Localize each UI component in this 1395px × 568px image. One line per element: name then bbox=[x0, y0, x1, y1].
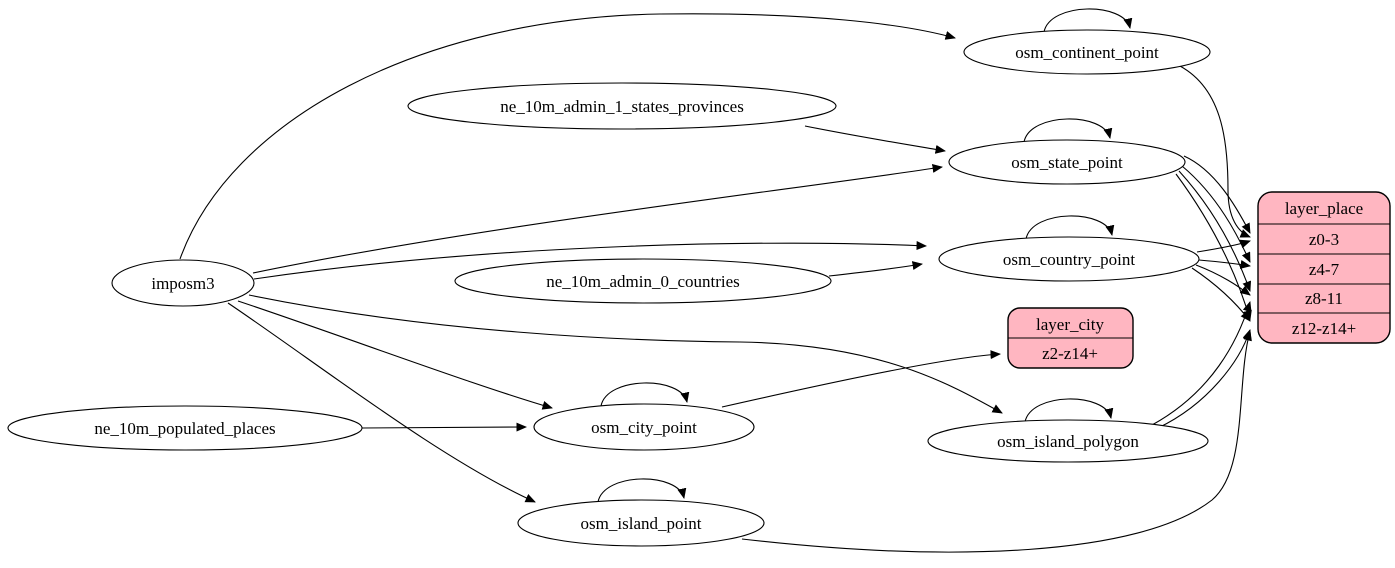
node-osm_country_point: osm_country_point bbox=[938, 236, 1200, 282]
node-ne_10m_admin_1_states_provinces: ne_10m_admin_1_states_provinces bbox=[407, 82, 837, 130]
node-osm_city_point-label: osm_city_point bbox=[591, 418, 697, 437]
edge-osm_island_point-layer_place-z12-z14 bbox=[741, 330, 1252, 553]
node-osm_island_point-label: osm_island_point bbox=[581, 514, 702, 533]
layer_place-title: layer_place bbox=[1285, 199, 1363, 218]
edge-imposm3-osm_country_point bbox=[253, 241, 927, 280]
edge-osm_continent_point-layer_place-z0-3 bbox=[1175, 63, 1251, 238]
edge-osm_country_point-layer_place-z12-z14 bbox=[1191, 267, 1251, 322]
node-osm_island_point: osm_island_point bbox=[517, 499, 765, 547]
node-osm_island_polygon: osm_island_polygon bbox=[927, 419, 1209, 463]
layer_city-row-z2-z14: z2-z14+ bbox=[1042, 344, 1098, 363]
edge-self-loop-osm_state_point bbox=[1023, 118, 1113, 143]
edge-osm_island_polygon-layer_place-z8-11 bbox=[1151, 301, 1252, 426]
edge-self-loop-osm_country_point bbox=[1025, 215, 1115, 240]
node-ne_10m_admin_0_countries-shape bbox=[454, 258, 832, 304]
node-ne_10m_admin_1_states_provinces-shape bbox=[407, 82, 837, 130]
node-osm_state_point: osm_state_point bbox=[948, 139, 1186, 185]
layer_place-row-z12-z14: z12-z14+ bbox=[1292, 319, 1356, 338]
node-osm_state_point-label: osm_state_point bbox=[1011, 153, 1123, 172]
edge-osm_state_point-layer_place-z8-11 bbox=[1178, 170, 1252, 292]
edge-ne_10m_populated_places-osm_city_point bbox=[361, 422, 527, 432]
edge-imposm3-osm_island_polygon bbox=[248, 294, 1003, 414]
node-layer_city: layer_city z2-z14+ bbox=[1007, 307, 1134, 369]
edge-imposm3-osm_continent_point bbox=[179, 13, 956, 260]
node-imposm3: imposm3 bbox=[111, 259, 255, 307]
edge-ne_10m_admin_0_countries-osm_country_point bbox=[828, 261, 923, 277]
node-layer_place: layer_place z0-3 z4-7 z8-11 z12-z14+ bbox=[1257, 191, 1391, 344]
node-ne_10m_populated_places: ne_10m_populated_places bbox=[7, 405, 363, 451]
edge-imposm3-osm_state_point bbox=[252, 163, 943, 274]
edge-self-loop-osm_island_point bbox=[597, 478, 687, 503]
node-ne_10m_admin_0_countries-label: ne_10m_admin_0_countries bbox=[546, 272, 740, 291]
edge-ne_10m_admin_1_states_provinces-osm_state_point bbox=[804, 125, 946, 154]
edge-osm_country_point-layer_place-z4-7 bbox=[1198, 259, 1251, 269]
layer_city-title: layer_city bbox=[1036, 315, 1104, 334]
node-ne_10m_populated_places-label: ne_10m_populated_places bbox=[94, 419, 275, 438]
node-layer_place-shape bbox=[1257, 191, 1391, 344]
node-osm_continent_point-label: osm_continent_point bbox=[1015, 43, 1159, 62]
node-osm_city_point: osm_city_point bbox=[533, 403, 755, 451]
node-ne_10m_populated_places-shape bbox=[7, 405, 363, 451]
node-ne_10m_admin_1_states_provinces-label: ne_10m_admin_1_states_provinces bbox=[500, 97, 744, 116]
node-osm_state_point-shape bbox=[948, 139, 1186, 185]
edge-self-loop-osm_island_polygon bbox=[1024, 398, 1114, 423]
node-osm_island_polygon-label: osm_island_polygon bbox=[997, 432, 1139, 451]
edge-imposm3-osm_island_point bbox=[227, 302, 536, 503]
node-osm_city_point-shape bbox=[533, 403, 755, 451]
node-ne_10m_admin_0_countries: ne_10m_admin_0_countries bbox=[454, 258, 832, 304]
layer_place-row-z0-3: z0-3 bbox=[1309, 230, 1339, 249]
node-osm_island_point-shape bbox=[517, 499, 765, 547]
node-osm_country_point-label: osm_country_point bbox=[1003, 250, 1135, 269]
node-osm_continent_point-shape bbox=[963, 29, 1211, 75]
edges bbox=[179, 8, 1252, 553]
edge-self-loop-osm_continent_point bbox=[1043, 8, 1133, 33]
layer_place-row-z8-11: z8-11 bbox=[1305, 289, 1343, 308]
edge-osm_country_point-layer_place-z0-3 bbox=[1196, 239, 1251, 253]
edge-osm_state_point-layer_place-z0-3 bbox=[1183, 155, 1251, 234]
edge-osm_state_point-layer_place-z12-z14 bbox=[1175, 173, 1252, 321]
node-osm_country_point-shape bbox=[938, 236, 1200, 282]
node-imposm3-shape bbox=[111, 259, 255, 307]
edge-osm_state_point-layer_place-z4-7 bbox=[1181, 165, 1251, 263]
edge-osm_country_point-layer_place-z8-11 bbox=[1195, 264, 1251, 296]
edge-self-loop-osm_city_point bbox=[600, 382, 690, 407]
node-osm_island_polygon-shape bbox=[927, 419, 1209, 463]
edge-imposm3-osm_city_point bbox=[237, 300, 553, 410]
edge-osm_city_point-layer_city-z2-z14 bbox=[721, 350, 1001, 408]
node-osm_continent_point: osm_continent_point bbox=[963, 29, 1211, 75]
layer_place-row-z4-7: z4-7 bbox=[1309, 260, 1340, 279]
node-imposm3-label: imposm3 bbox=[151, 274, 214, 293]
